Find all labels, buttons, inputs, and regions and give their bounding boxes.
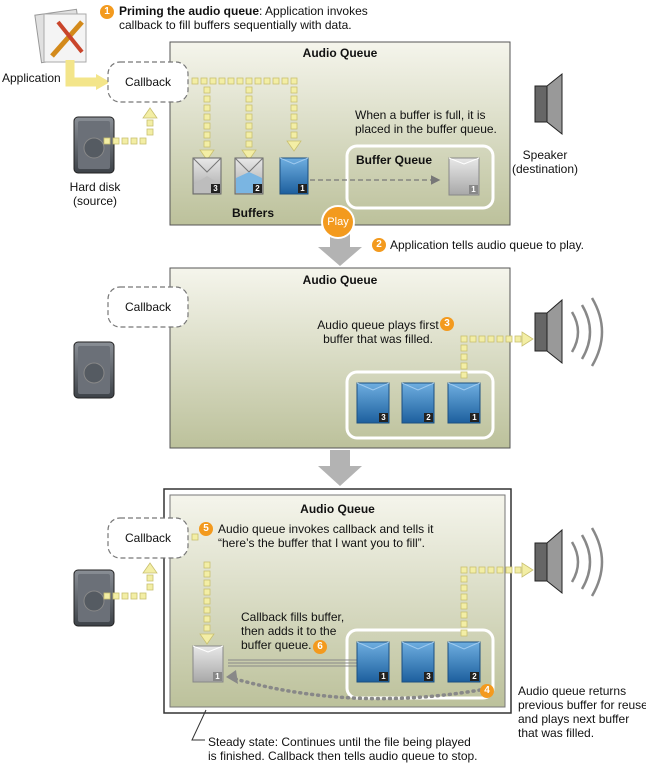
callback-box-1 <box>107 61 189 103</box>
callback-box-3 <box>107 517 189 559</box>
p2-buffer-num-3: 3 <box>379 413 388 422</box>
play-button-circle <box>321 205 355 239</box>
hard-disk-icon-1 <box>73 116 115 174</box>
step-2-badge: 2 <box>372 238 386 252</box>
callback-label-3: Callback <box>124 531 172 545</box>
p1-buffer-num-1: 1 <box>298 184 307 193</box>
callback-to-buffers-dots <box>191 77 302 161</box>
play-button-label: Play <box>327 216 349 228</box>
play-down-arrow <box>318 228 362 266</box>
hard-disk-icon-3 <box>73 569 115 627</box>
panel3-play-dots <box>460 562 534 637</box>
step-3-badge: 3 <box>440 317 454 331</box>
audio-queue-panel-3-outer <box>163 488 512 714</box>
step-1-badge: 1 <box>100 5 114 19</box>
hard-disk-icon-2 <box>73 341 115 399</box>
hard-disk-label: Hard disk(source) <box>69 180 121 208</box>
panel2-play-dots <box>460 331 534 379</box>
step-5-text: Audio queue invokes callback and tells i… <box>218 522 434 550</box>
step-6-text: Callback fills buffer,then adds it to th… <box>241 610 345 652</box>
p3-buffer-num-1: 1 <box>379 672 388 681</box>
buffer-queue-box-1 <box>345 144 495 210</box>
p1-buffer-num-2: 2 <box>253 184 262 193</box>
speaker-icon-2 <box>534 297 604 367</box>
speaker-icon-1 <box>534 72 563 136</box>
application-label: Application <box>2 71 61 85</box>
disk-to-callback-dots-3 <box>103 562 158 600</box>
p2-buffer-num-2: 2 <box>424 413 433 422</box>
app-to-callback-arrow <box>65 60 98 87</box>
p3-buffer-num-2: 2 <box>470 672 479 681</box>
step-4-badge: 4 <box>480 684 494 698</box>
p3-empty-num-1: 1 <box>213 672 222 681</box>
p2-buffer-num-1: 1 <box>470 413 479 422</box>
panel1-buffer-1 <box>279 157 309 195</box>
p3-buffer-num-3: 3 <box>424 672 433 681</box>
callback-box-2 <box>107 286 189 328</box>
step-6-badge: 6 <box>313 640 327 654</box>
steady-state-text: Steady state: Continues until the file b… <box>208 735 478 763</box>
callback-label-1: Callback <box>124 75 172 89</box>
buffers-label: Buffers <box>232 206 275 220</box>
p1-queue-num-1: 1 <box>469 185 478 194</box>
step-1-text: Priming the audio queue: Application inv… <box>119 4 368 18</box>
buffer-queue-box-2 <box>345 370 495 440</box>
buffer-queue-label: Buffer Queue <box>356 153 433 167</box>
return-buffer-dotted-arrow <box>230 676 482 701</box>
speaker-label: Speaker(destination) <box>511 148 579 176</box>
audio-queue-title-3: Audio Queue <box>300 502 375 516</box>
speaker-icon-3 <box>534 527 604 597</box>
steady-state-pointer <box>191 709 207 741</box>
callback-label-2: Callback <box>124 300 172 314</box>
panel-down-arrow <box>318 450 362 486</box>
callback-to-empty-buffer-dots <box>191 533 215 645</box>
audio-queue-title-1: Audio Queue <box>302 46 378 60</box>
step-5-badge: 5 <box>199 522 213 536</box>
step-1-text-line2: callback to fill buffers sequentially wi… <box>119 18 352 32</box>
p1-buffer-num-3: 3 <box>211 184 220 193</box>
application-icon <box>34 8 87 64</box>
disk-to-callback-dots-1 <box>103 107 158 145</box>
audio-queue-title-2: Audio Queue <box>302 273 378 287</box>
step-2-text: Application tells audio queue to play. <box>390 238 584 252</box>
